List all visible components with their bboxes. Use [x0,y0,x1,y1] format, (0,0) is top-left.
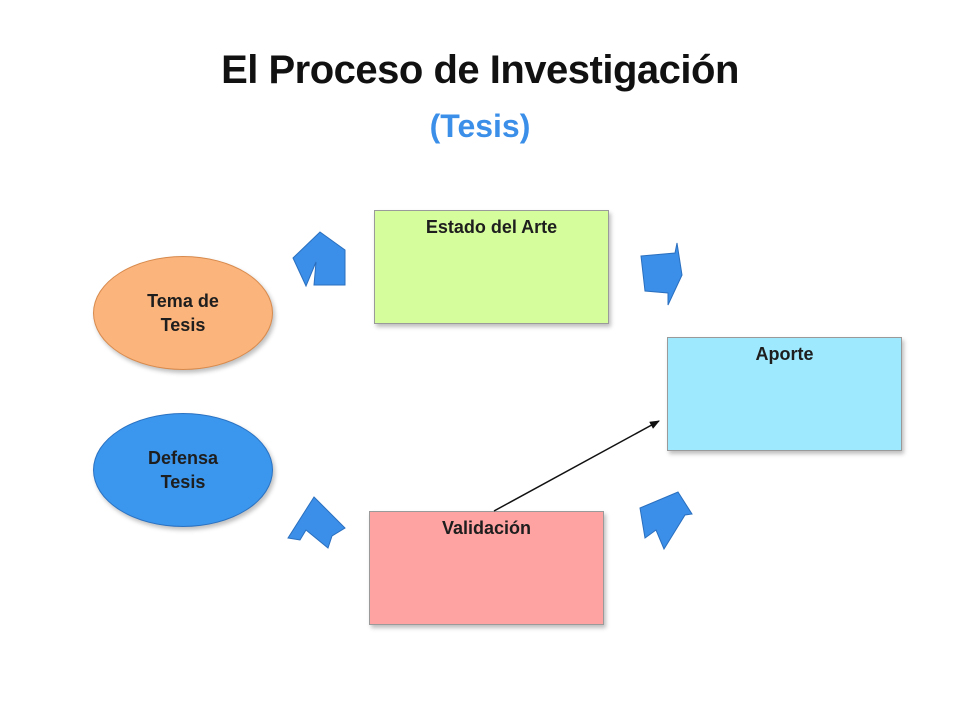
connector-validacion-aporte [493,420,660,512]
block-arrow-1 [292,231,346,288]
node-validacion-label: Validación [441,518,532,538]
page-title: El Proceso de Investigación [221,48,739,92]
node-tema-de-tesis[interactable]: Tema de Tesis [93,256,273,370]
node-estado-label: Estado del Arte [425,217,558,237]
node-tema-line1: Tema de [147,291,219,311]
node-estado-del-arte[interactable]: Estado del Arte [374,210,609,324]
block-arrow-4 [287,496,346,549]
page-subtitle: (Tesis) [429,108,531,144]
node-aporte[interactable]: Aporte [667,337,902,451]
node-tema-line2: Tesis [160,315,206,335]
node-defensa-tesis[interactable]: Defensa Tesis [93,413,273,527]
node-defensa-line1: Defensa [147,448,219,468]
block-arrow-2 [640,242,683,306]
block-arrow-3 [639,491,693,551]
node-defensa-line2: Tesis [160,472,206,492]
node-validacion[interactable]: Validación [369,511,604,625]
node-aporte-label: Aporte [755,344,814,364]
